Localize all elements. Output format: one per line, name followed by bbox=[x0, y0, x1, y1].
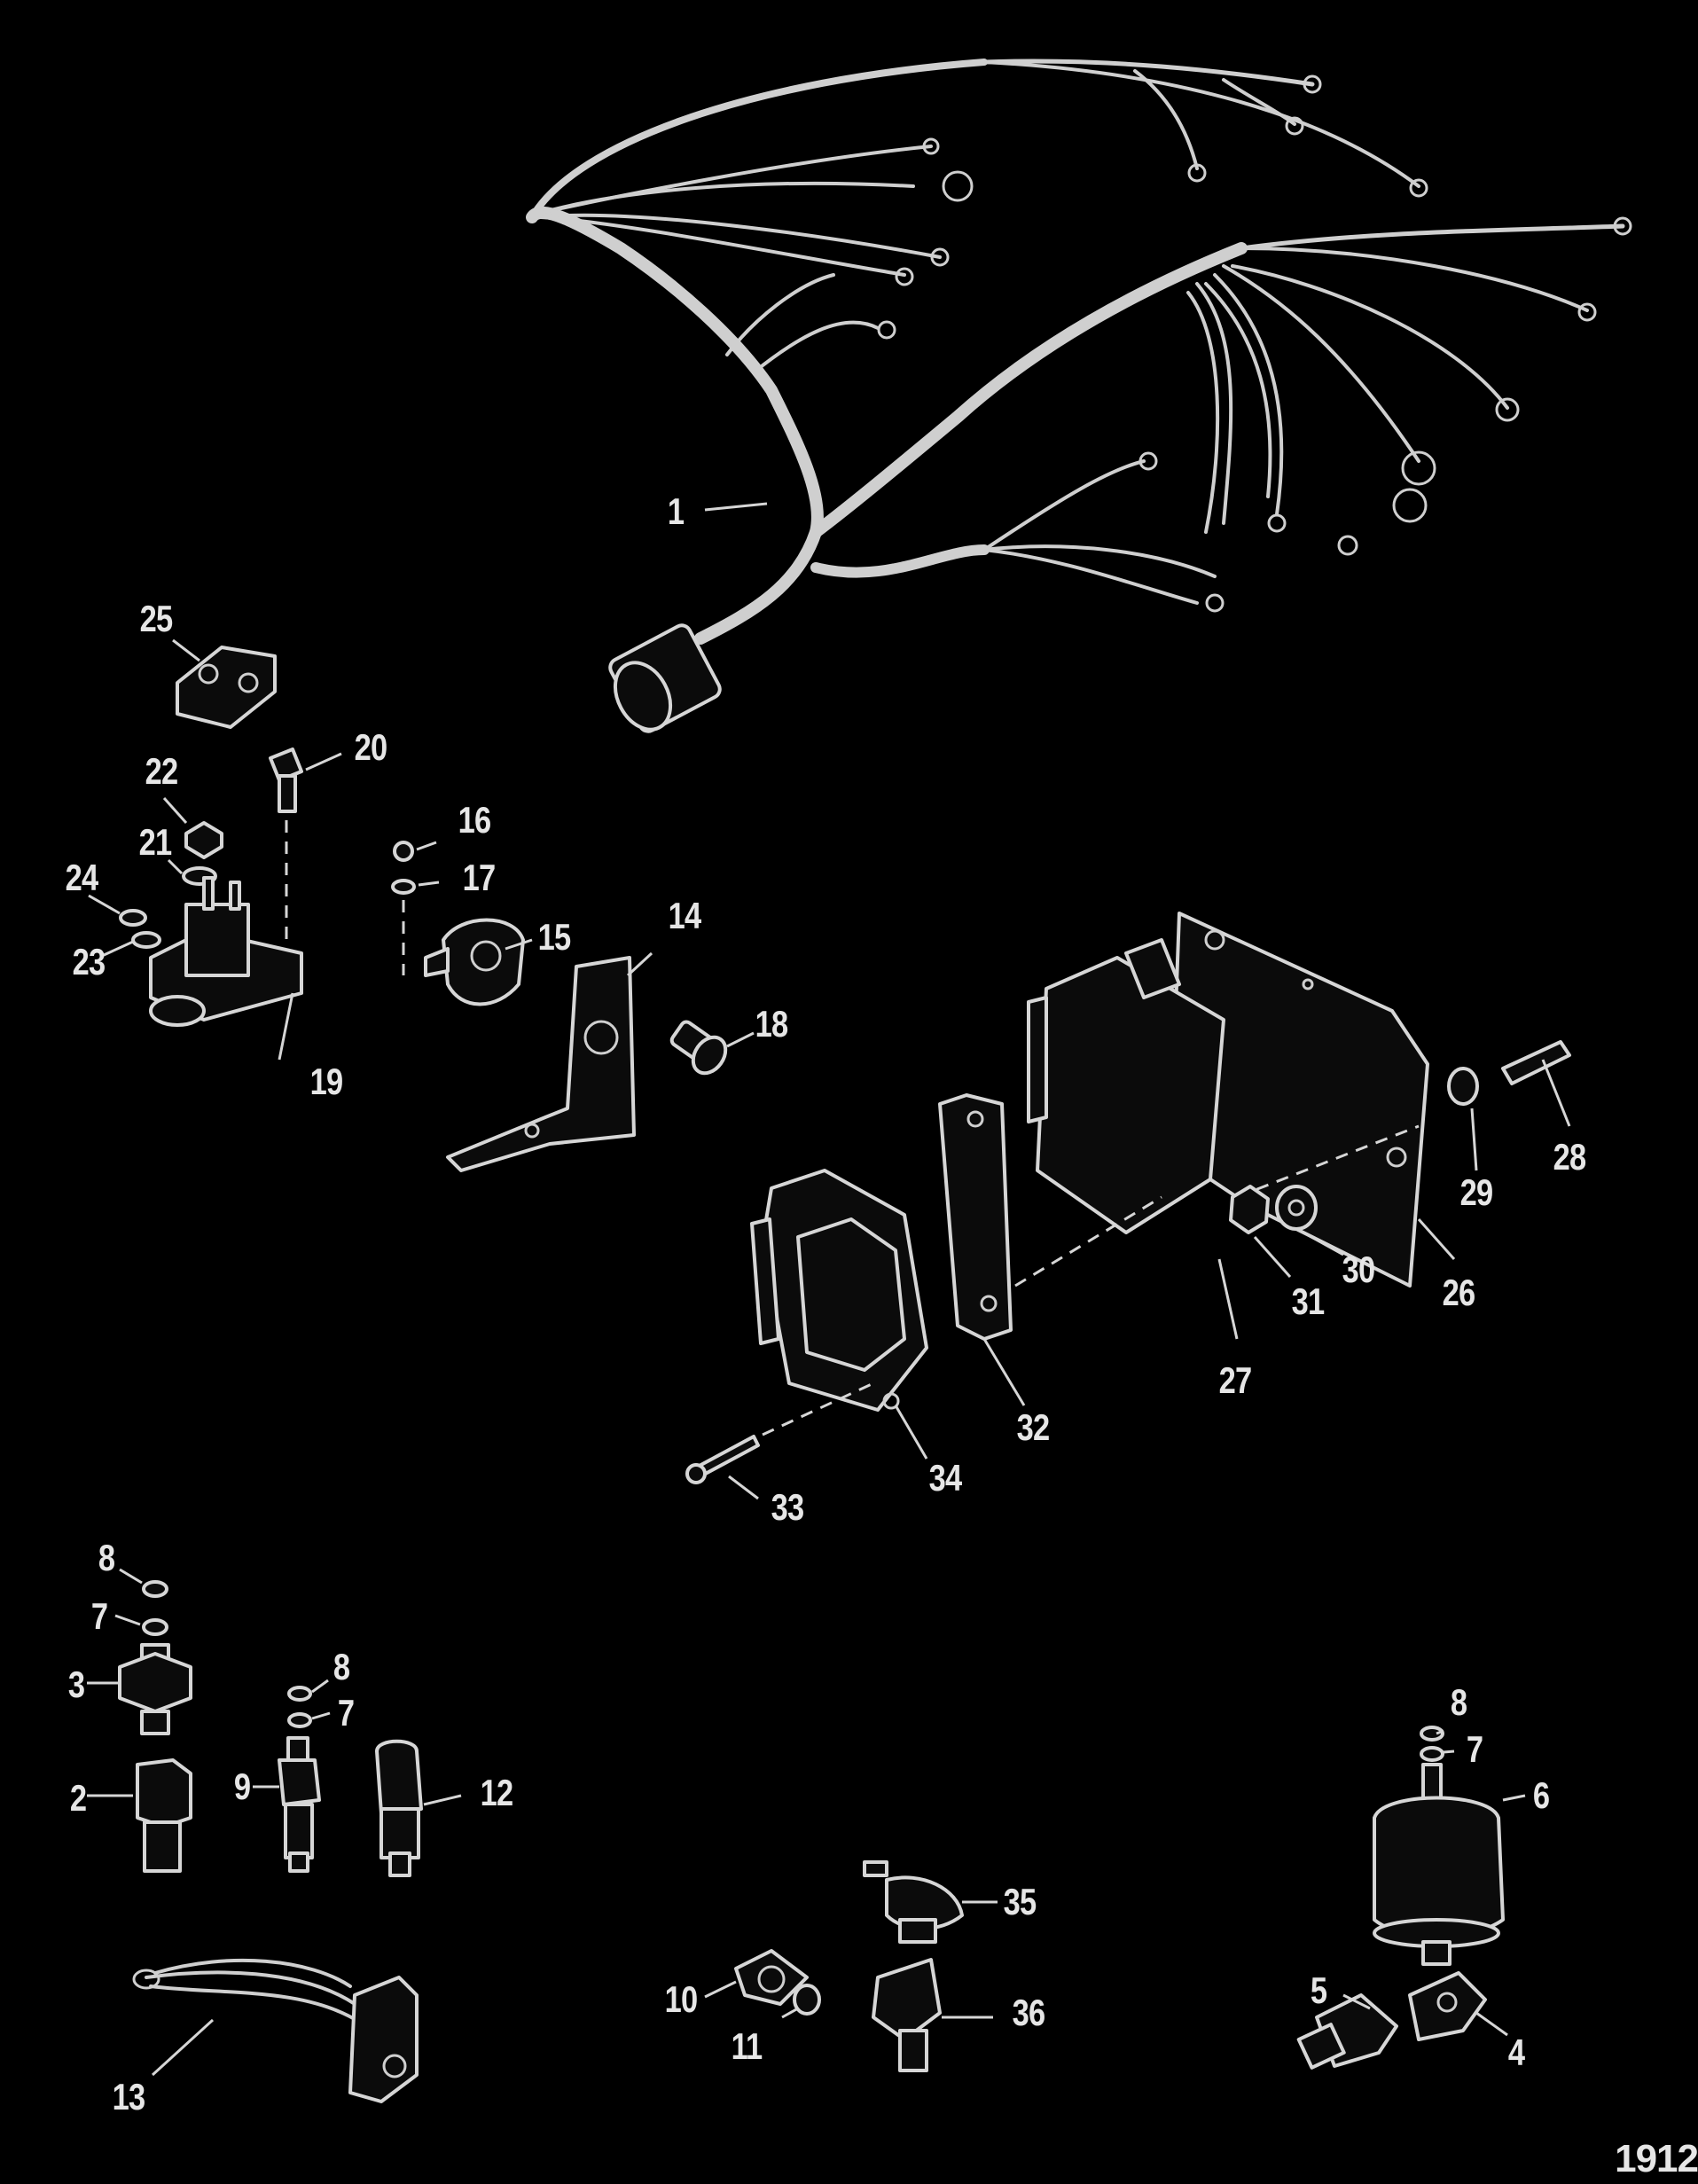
callout-28: 28 bbox=[1553, 1136, 1586, 1178]
module-27 bbox=[1027, 938, 1225, 1234]
callout-4: 4 bbox=[1507, 2031, 1525, 2073]
callout-7-mid: 7 bbox=[337, 1692, 355, 1734]
callout-17: 17 bbox=[462, 857, 496, 898]
washer-8c bbox=[1420, 1726, 1444, 1742]
callout-2: 2 bbox=[69, 1777, 87, 1819]
screw-33 bbox=[685, 1435, 760, 1484]
callout-20: 20 bbox=[354, 726, 387, 768]
callout-26: 26 bbox=[1442, 1272, 1475, 1313]
callout-30: 30 bbox=[1342, 1249, 1375, 1290]
adapter-2 bbox=[136, 1758, 192, 1873]
callout-19: 19 bbox=[309, 1061, 343, 1102]
callout-7-right: 7 bbox=[1466, 1728, 1483, 1770]
nut-31 bbox=[1229, 1185, 1270, 1234]
switch-3 bbox=[118, 1643, 192, 1735]
callout-8-right: 8 bbox=[1450, 1681, 1467, 1723]
bracket-25 bbox=[176, 646, 277, 729]
module-34 bbox=[750, 1169, 928, 1412]
sensor-13 bbox=[132, 1958, 419, 2103]
sender-6 bbox=[1373, 1763, 1505, 1966]
nut-22 bbox=[184, 821, 223, 859]
bracket-32 bbox=[938, 1093, 1013, 1341]
washer-7c bbox=[1420, 1746, 1444, 1762]
callout-36: 36 bbox=[1012, 1992, 1045, 2033]
callout-9: 9 bbox=[233, 1765, 251, 1807]
wiring-harness bbox=[526, 59, 1632, 733]
callout-3: 3 bbox=[67, 1663, 85, 1705]
stud-28 bbox=[1501, 1040, 1571, 1085]
callout-24: 24 bbox=[65, 857, 98, 898]
callout-8-left: 8 bbox=[98, 1537, 115, 1578]
callout-15: 15 bbox=[537, 916, 571, 958]
callout-8-mid: 8 bbox=[333, 1646, 350, 1687]
callout-32: 32 bbox=[1016, 1406, 1050, 1448]
callout-35: 35 bbox=[1003, 1881, 1037, 1922]
fitting-12 bbox=[375, 1739, 423, 1877]
bolt-18 bbox=[669, 1020, 728, 1076]
callout-23: 23 bbox=[72, 941, 106, 982]
callout-5: 5 bbox=[1310, 1969, 1327, 2011]
callout-34: 34 bbox=[928, 1457, 962, 1499]
figure-id: 1912 bbox=[1615, 2137, 1698, 2180]
callout-29: 29 bbox=[1459, 1171, 1493, 1213]
washer-7b bbox=[287, 1712, 312, 1728]
callout-27: 27 bbox=[1218, 1359, 1252, 1401]
screw-16 bbox=[393, 841, 414, 862]
callout-12: 12 bbox=[480, 1772, 513, 1813]
bolt-20 bbox=[269, 748, 303, 813]
callout-21: 21 bbox=[138, 821, 172, 863]
washer-23 bbox=[131, 931, 161, 949]
callout-22: 22 bbox=[145, 750, 178, 792]
elbow-36 bbox=[872, 1958, 942, 2072]
callout-11: 11 bbox=[731, 2025, 763, 2067]
solenoid-19 bbox=[149, 876, 303, 1027]
o-ring-11 bbox=[793, 1984, 821, 2016]
washer-24 bbox=[119, 909, 147, 927]
callout-18: 18 bbox=[755, 1003, 788, 1045]
bracket-14 bbox=[446, 956, 636, 1172]
washer-8 bbox=[142, 1580, 168, 1598]
washer-17 bbox=[391, 879, 416, 895]
washer-29 bbox=[1447, 1067, 1479, 1106]
switch-5 bbox=[1296, 1993, 1398, 2070]
callout-10: 10 bbox=[664, 1978, 698, 2020]
callout-14: 14 bbox=[668, 895, 701, 936]
flange-10 bbox=[734, 1949, 809, 2006]
callout-7-left: 7 bbox=[90, 1595, 108, 1637]
switch-35 bbox=[863, 1860, 964, 1944]
callout-16: 16 bbox=[458, 799, 491, 841]
callout-25: 25 bbox=[139, 598, 173, 639]
washer-30 bbox=[1275, 1185, 1318, 1231]
washer-7 bbox=[142, 1618, 168, 1636]
tee-4 bbox=[1408, 1971, 1487, 2041]
sensor-15 bbox=[424, 918, 525, 1006]
callout-31: 31 bbox=[1291, 1280, 1325, 1322]
washer-8b bbox=[287, 1686, 312, 1702]
callout-6: 6 bbox=[1532, 1774, 1550, 1816]
sender-9 bbox=[278, 1736, 321, 1873]
callout-13: 13 bbox=[112, 2076, 145, 2117]
callout-1: 1 bbox=[667, 490, 685, 532]
callout-33: 33 bbox=[771, 1486, 804, 1528]
